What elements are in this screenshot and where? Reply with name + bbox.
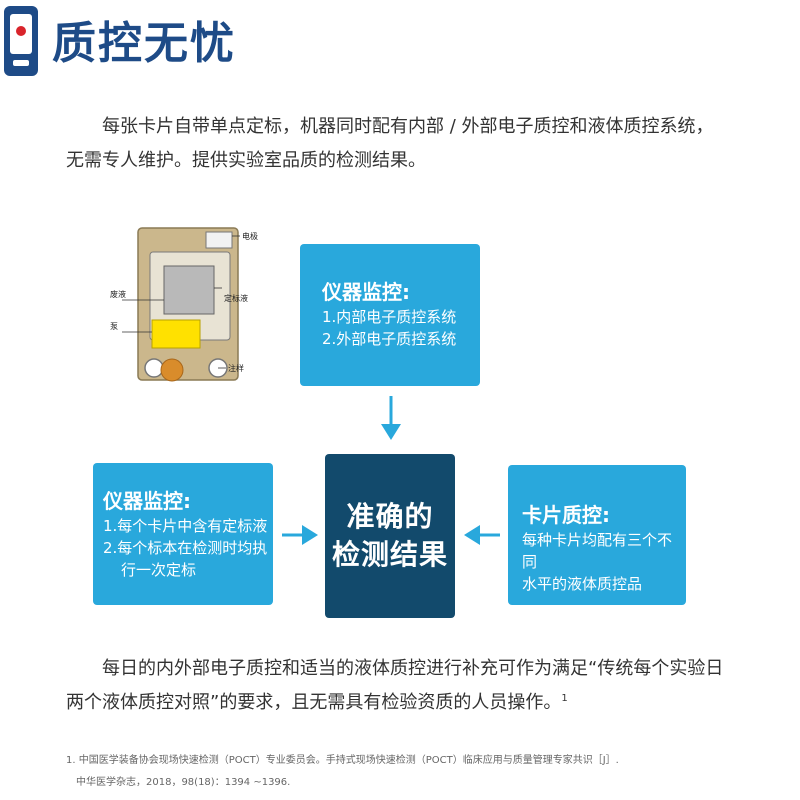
card-qc-box: 卡片质控: 每种卡片均配有三个不同 水平的液体质控品 [508, 465, 686, 605]
accurate-result-box: 准确的 检测结果 [325, 454, 455, 618]
footnote-line: 中华医学杂志，2018，98(18)：1394 ~1396. [76, 777, 291, 788]
label-calibrant: 定标液 [224, 293, 248, 303]
arrow-down-icon [381, 396, 401, 440]
cartridge-diagram: 电极 定标液 废液 泵 注样 [110, 227, 258, 382]
device-base [13, 60, 29, 66]
box-line: 水平的液体质控品 [522, 575, 643, 593]
label-waste: 废液 [110, 289, 126, 299]
label-pump: 泵 [110, 322, 118, 331]
box-heading: 仪器监控: [322, 280, 410, 304]
pump-area [151, 319, 201, 349]
box-line: 每种卡片均配有三个不同 [522, 531, 673, 571]
instrument-monitor-box: 仪器监控: 1.内部电子质控系统 2.外部电子质控系统 [300, 244, 480, 386]
calibration-monitor-box: 仪器监控: 1.每个卡片中含有定标液 2.每个标本在检测时均执 行一次定标 [93, 463, 273, 605]
label-electrode: 电极 [242, 231, 258, 241]
box-line: 1.每个卡片中含有定标液 [103, 517, 268, 535]
electrode-strip [205, 231, 233, 249]
sample-port [160, 358, 184, 382]
calibrant-pouch [163, 265, 215, 315]
outro-text: 每日的内外部电子质控和适当的液体质控进行补充可作为满足“传统每个实验日两个液体质… [66, 658, 724, 713]
intro-paragraph: 每张卡片自带单点定标，机器同时配有内部 / 外部电子质控和液体质控系统，无需专人… [66, 116, 714, 171]
box-heading: 仪器监控: [103, 489, 191, 513]
page-title: 质控无忧 [52, 18, 236, 69]
outro-paragraph: 每日的内外部电子质控和适当的液体质控进行补充可作为满足“传统每个实验日两个液体质… [66, 652, 736, 720]
footnote-line: 1. 中国医学装备协会现场快速检测（POCT）专业委员会。手持式现场快速检测（P… [66, 755, 619, 766]
arrow-left-icon [464, 525, 500, 545]
port-left [144, 358, 164, 378]
footnote: 1. 中国医学装备协会现场快速检测（POCT）专业委员会。手持式现场快速检测（P… [66, 750, 746, 794]
center-line: 准确的 [346, 500, 434, 533]
red-dot-icon [16, 26, 26, 36]
label-injection: 注样 [228, 363, 244, 373]
box-line: 2.每个标本在检测时均执 [103, 539, 268, 557]
box-line: 1.内部电子质控系统 [322, 308, 457, 326]
reference-mark: 1 [561, 693, 568, 704]
box-line: 行一次定标 [121, 561, 197, 579]
box-line: 2.外部电子质控系统 [322, 330, 457, 348]
center-line: 检测结果 [331, 538, 448, 571]
device-icon [4, 6, 38, 76]
arrow-right-icon [282, 525, 318, 545]
box-heading: 卡片质控: [522, 503, 610, 527]
